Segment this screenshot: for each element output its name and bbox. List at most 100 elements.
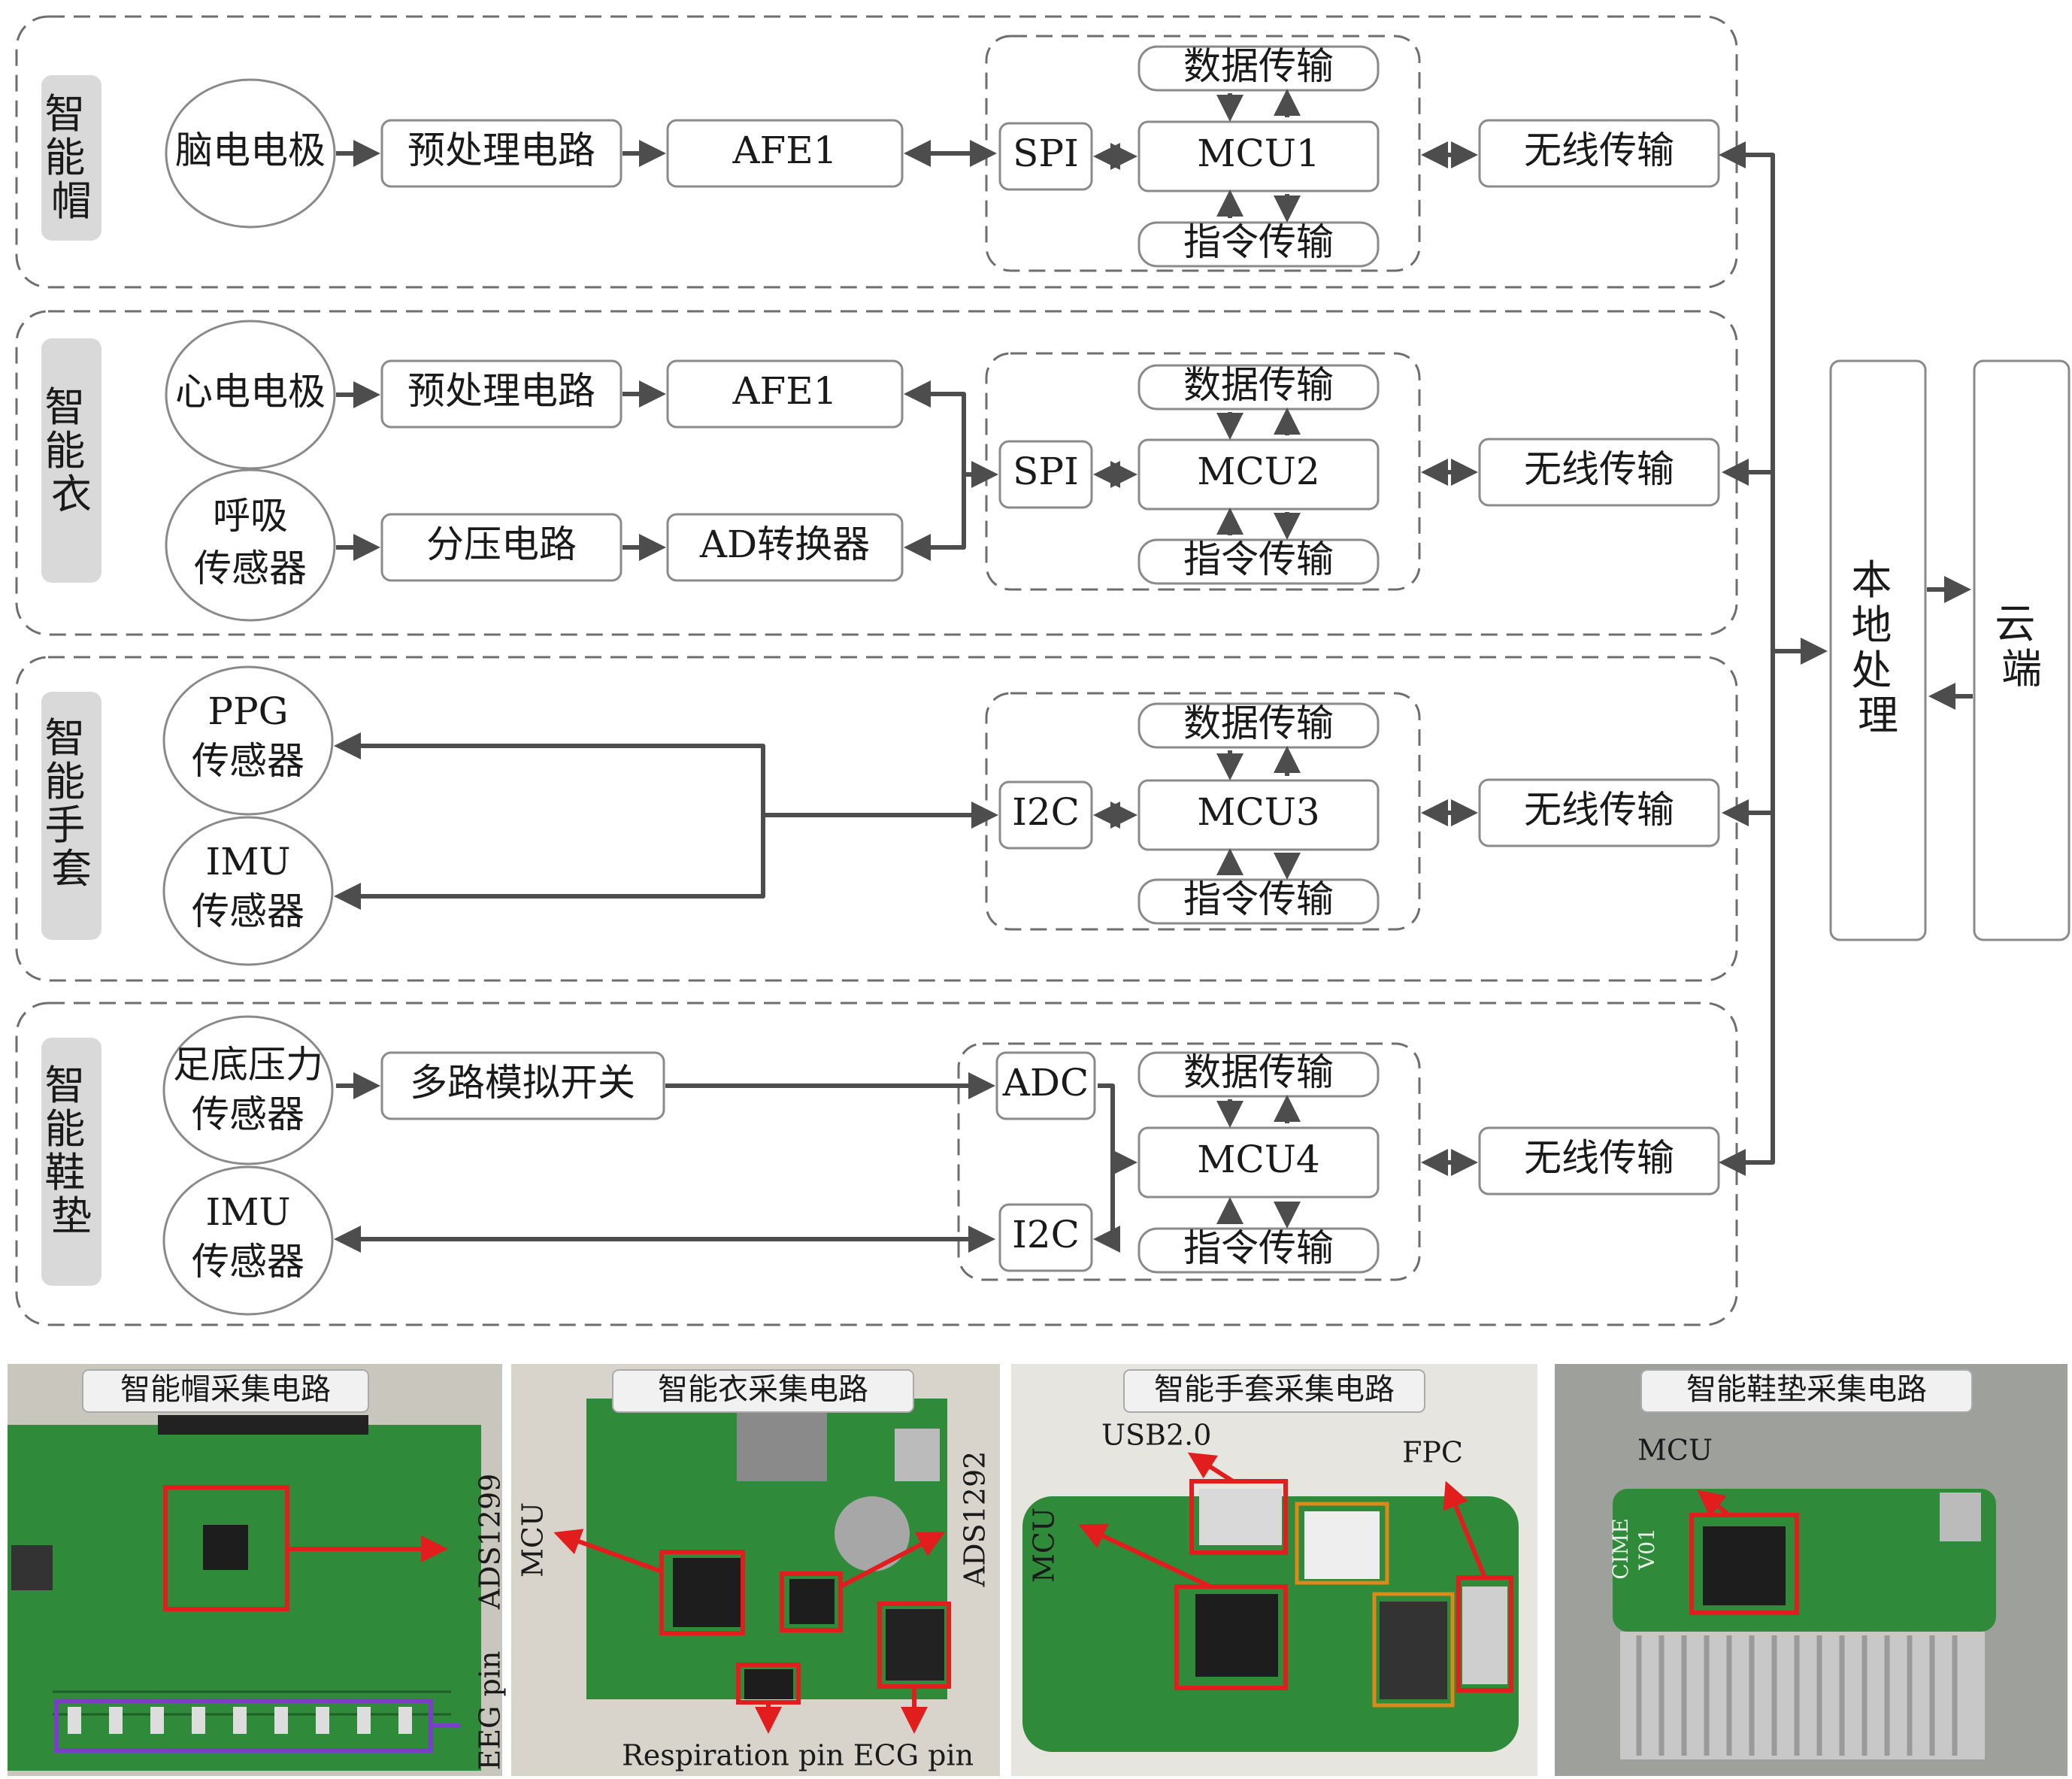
photo-glove: 智能手套采集电路 USB2.0 FPC MCU xyxy=(1011,1364,1537,1776)
shirt-mcu-highlight xyxy=(659,1550,745,1635)
shirt-side-label-bg xyxy=(41,338,101,583)
insole-name-c1: 智 xyxy=(44,1062,85,1109)
hat-name-c2: 能 xyxy=(44,134,85,181)
shirt-spi-label: SPI xyxy=(1013,450,1079,493)
local-processing-box xyxy=(1829,359,1927,941)
cloud-c2: 端 xyxy=(2001,645,2042,693)
hat-cmd-tx-label: 指令传输 xyxy=(1183,220,1334,264)
glove-name-c3: 手 xyxy=(44,802,85,849)
shirt-cmd-tx-box xyxy=(1137,538,1380,585)
glove-photo-title: 智能手套采集电路 xyxy=(1154,1372,1395,1407)
shirt-afe-label: AFE1 xyxy=(732,369,837,413)
local-c4: 理 xyxy=(1858,692,1898,739)
shirt-adc-box xyxy=(666,513,904,582)
shirt-name-c3: 衣 xyxy=(51,471,92,518)
shirt-mcu-label: MCU2 xyxy=(1197,450,1319,493)
insole-i2c-box xyxy=(998,1203,1093,1272)
glove-sensor2-l2: 传感器 xyxy=(192,890,304,933)
photo-insole: 智能鞋垫采集电路 MCU CIME V01 xyxy=(1555,1364,2067,1776)
glove-ann-usb: USB2.0 xyxy=(1101,1419,1211,1452)
glove-side-label-bg xyxy=(41,692,101,940)
insole-data-tx-label: 数据传输 xyxy=(1183,1050,1334,1094)
hat-name-c3: 帽 xyxy=(51,177,92,225)
photo-shirt: 智能衣采集电路 MCU ADS1292 Respiration pin ECG … xyxy=(511,1364,1000,1776)
insole-mux-box xyxy=(380,1051,665,1120)
shirt-ann-mcu: MCU xyxy=(516,1502,550,1577)
shirt-divider-label: 分压电路 xyxy=(426,523,577,566)
insole-side-label: 智 能 鞋 垫 xyxy=(44,1062,98,1240)
glove-ann-fpc: FPC xyxy=(1402,1436,1463,1469)
insole-electrode-array xyxy=(1620,1632,1985,1759)
shirt-sensor2-l1: 呼吸 xyxy=(213,494,288,538)
shirt-cmd-tx-label: 指令传输 xyxy=(1183,538,1334,581)
group-shirt: 智 能 衣 心电电极 呼吸 传感器 预处理电路 AFE1 分压电路 AD转换器 … xyxy=(15,310,1738,636)
glove-side-label: 智 能 手 套 xyxy=(44,714,98,893)
hat-eeg-electrode xyxy=(165,78,336,229)
hat-sensor-label: 脑电电极 xyxy=(175,129,326,172)
glove-data-tx-box xyxy=(1137,702,1380,749)
shirt-photo-title: 智能衣采集电路 xyxy=(658,1372,868,1407)
hat-ann-eeg: EEG pin xyxy=(474,1651,507,1771)
insole-photo-title: 智能鞋垫采集电路 xyxy=(1686,1372,1927,1407)
shirt-data-tx-box xyxy=(1137,364,1380,411)
shirt-ann-ads1292: ADS1292 xyxy=(959,1451,992,1588)
cloud-box xyxy=(1973,359,2070,941)
shirt-ecg-electrode xyxy=(165,320,336,470)
shirt-preprocess-box xyxy=(380,359,623,429)
hat-preprocess-label: 预处理电路 xyxy=(407,129,595,172)
insole-i2c-label: I2C xyxy=(1012,1213,1080,1256)
hat-data-tx-box xyxy=(1137,45,1380,92)
glove-ann-mcu: MCU xyxy=(1028,1508,1061,1583)
shirt-spi-box xyxy=(998,440,1093,509)
hat-side-label-bg xyxy=(41,75,101,241)
insole-cmd-tx-label: 指令传输 xyxy=(1183,1226,1334,1270)
insole-mcu-box xyxy=(1137,1126,1380,1199)
insole-sensor2-l2: 传感器 xyxy=(192,1240,304,1283)
hat-mcu-box xyxy=(1137,120,1380,192)
glove-usb-highlight xyxy=(1189,1479,1288,1555)
shirt-sensor1-label: 心电电极 xyxy=(175,370,326,414)
shirt-ann-resp: Respiration pin xyxy=(622,1739,844,1772)
hat-ann-ads1299: ADS1299 xyxy=(474,1474,507,1611)
shirt-data-tx-label: 数据传输 xyxy=(1183,363,1334,407)
local-c1: 本 xyxy=(1851,556,1892,604)
insole-adc-label: ADC xyxy=(1002,1061,1089,1105)
insole-side-label-bg xyxy=(41,1038,101,1286)
insole-name-c4: 垫 xyxy=(51,1193,92,1240)
glove-sensor2-l1: IMU xyxy=(205,840,290,883)
hat-eeg-pin-highlight xyxy=(54,1699,433,1753)
local-processing-label: 本 地 处 理 xyxy=(1851,556,1904,739)
shirt-sensor2-l2: 传感器 xyxy=(194,547,307,590)
photo-hat: 智能帽采集电路 ADS1299 EEG pin xyxy=(8,1364,507,1776)
insole-name-c3: 鞋 xyxy=(44,1149,85,1196)
local-c2: 地 xyxy=(1851,602,1892,649)
insole-sensor2-l1: IMU xyxy=(205,1190,290,1234)
insole-mux-label: 多路模拟开关 xyxy=(410,1061,635,1105)
insole-merge-wire xyxy=(1093,1083,1120,1253)
group-hat: 智 能 帽 脑电电极 预处理电路 AFE1 SPI MCU1 数据传输 指令传输… xyxy=(15,15,1738,289)
hat-photo-title: 智能帽采集电路 xyxy=(120,1372,331,1407)
hat-preprocess-box xyxy=(380,119,623,188)
glove-switch-highlight xyxy=(1372,1592,1455,1708)
cloud-label: 云 端 xyxy=(1995,600,2048,693)
insole-cmd-tx-box xyxy=(1137,1227,1380,1274)
shirt-afe-box xyxy=(666,359,904,429)
glove-i2c-box xyxy=(998,780,1093,850)
glove-i2c-label: I2C xyxy=(1012,790,1080,834)
shirt-resp-sensor xyxy=(165,468,336,622)
glove-mcu-box xyxy=(1137,779,1380,851)
insole-imu-sensor xyxy=(162,1165,334,1316)
shirt-name-c1: 智 xyxy=(44,383,85,431)
hat-name-c1: 智 xyxy=(44,90,85,138)
glove-wire-ppg xyxy=(334,732,765,815)
glove-wireless-label: 无线传输 xyxy=(1524,788,1674,832)
glove-imu-sensor xyxy=(162,816,334,966)
hat-spi-label: SPI xyxy=(1013,132,1079,175)
hat-mcu-label: MCU1 xyxy=(1197,132,1319,175)
shirt-merge-wire xyxy=(904,380,966,561)
glove-mcu-label: MCU3 xyxy=(1197,790,1319,834)
hat-data-tx-label: 数据传输 xyxy=(1183,44,1334,88)
insole-sensor1-l2: 传感器 xyxy=(192,1093,304,1136)
insole-pcb xyxy=(1613,1489,1996,1632)
